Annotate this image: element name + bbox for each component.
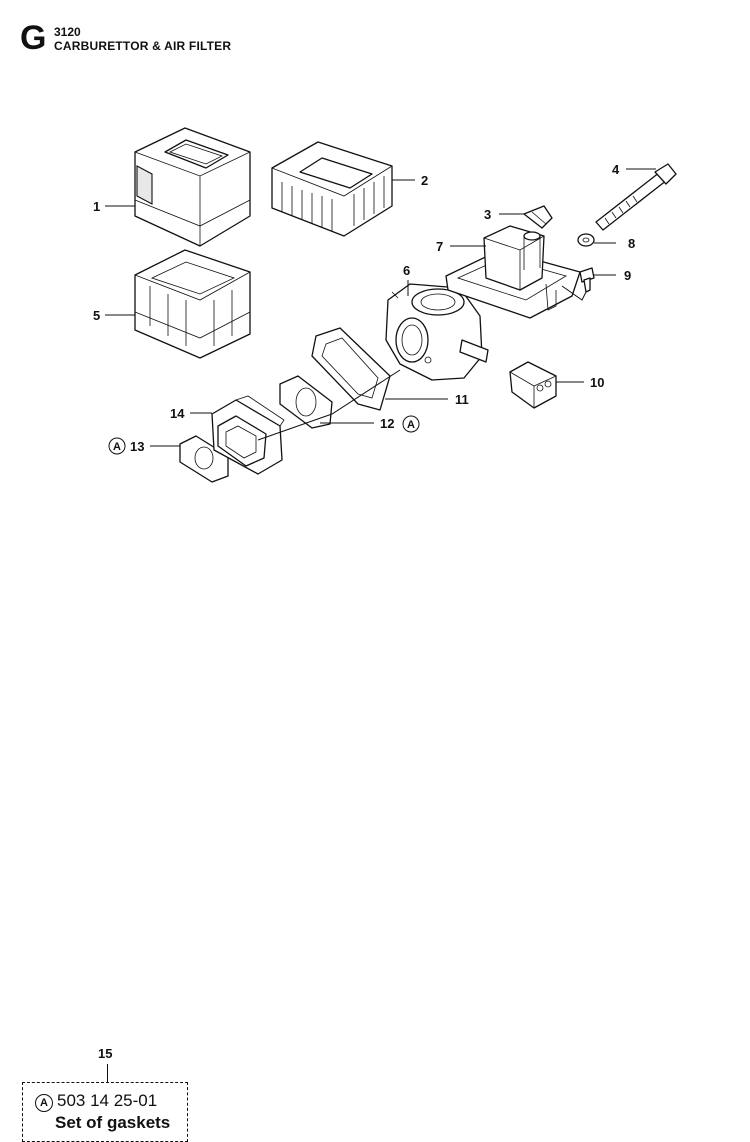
part-filter-base[interactable]	[445, 225, 581, 319]
part-intake-flange[interactable]	[211, 395, 285, 475]
svg-text:A: A	[113, 441, 121, 453]
callout-8: 8	[628, 236, 635, 251]
page-header: G 3120 CARBURETTOR & AIR FILTER	[20, 19, 420, 58]
part-small-screw[interactable]	[579, 267, 595, 293]
kit-callout-number: 15	[98, 1046, 113, 1061]
leader-cross-a	[257, 369, 401, 441]
callout-2: 2	[421, 173, 428, 188]
section-letter: G	[20, 19, 47, 57]
callout-1: 1	[93, 199, 100, 214]
kit-marker-badge: A	[35, 1094, 53, 1112]
part-filter-holder[interactable]	[271, 141, 393, 237]
kit-description: Set of gaskets	[55, 1113, 171, 1132]
model-number: 3120	[54, 25, 81, 39]
part-long-screw[interactable]	[595, 163, 677, 231]
part-washer[interactable]	[577, 233, 595, 247]
leader-cross-b	[561, 285, 587, 301]
part-carburettor[interactable]	[385, 283, 489, 381]
svg-text:A: A	[407, 419, 415, 431]
part-filter-frame[interactable]	[134, 249, 251, 359]
callout-11: 11	[455, 392, 469, 407]
callout-14: 14	[170, 406, 185, 421]
section-title: CARBURETTOR & AIR FILTER	[54, 39, 232, 53]
kit-part-number: 503 14 25-01	[57, 1091, 158, 1110]
callout-9: 9	[624, 268, 631, 283]
part-gasket-13[interactable]	[179, 435, 229, 483]
callout-12: 12	[380, 416, 394, 431]
kit-leader-line	[107, 1064, 108, 1082]
callout-4: 4	[612, 162, 620, 177]
gasket-kit-box[interactable]: A 503 14 25-01 Set of gaskets	[22, 1082, 188, 1142]
callout-13: 13	[130, 439, 144, 454]
part-gasket-12[interactable]	[279, 375, 333, 429]
part-wedge[interactable]	[523, 205, 553, 229]
callout-6: 6	[403, 263, 410, 278]
part-air-filter[interactable]	[134, 127, 251, 247]
callout-5: 5	[93, 308, 100, 323]
part-bracket[interactable]	[509, 361, 557, 409]
marker-a-12: A	[402, 415, 420, 433]
callout-10: 10	[590, 375, 604, 390]
marker-a-13: A	[108, 437, 126, 455]
callout-7: 7	[436, 239, 443, 254]
callout-3: 3	[484, 207, 491, 222]
